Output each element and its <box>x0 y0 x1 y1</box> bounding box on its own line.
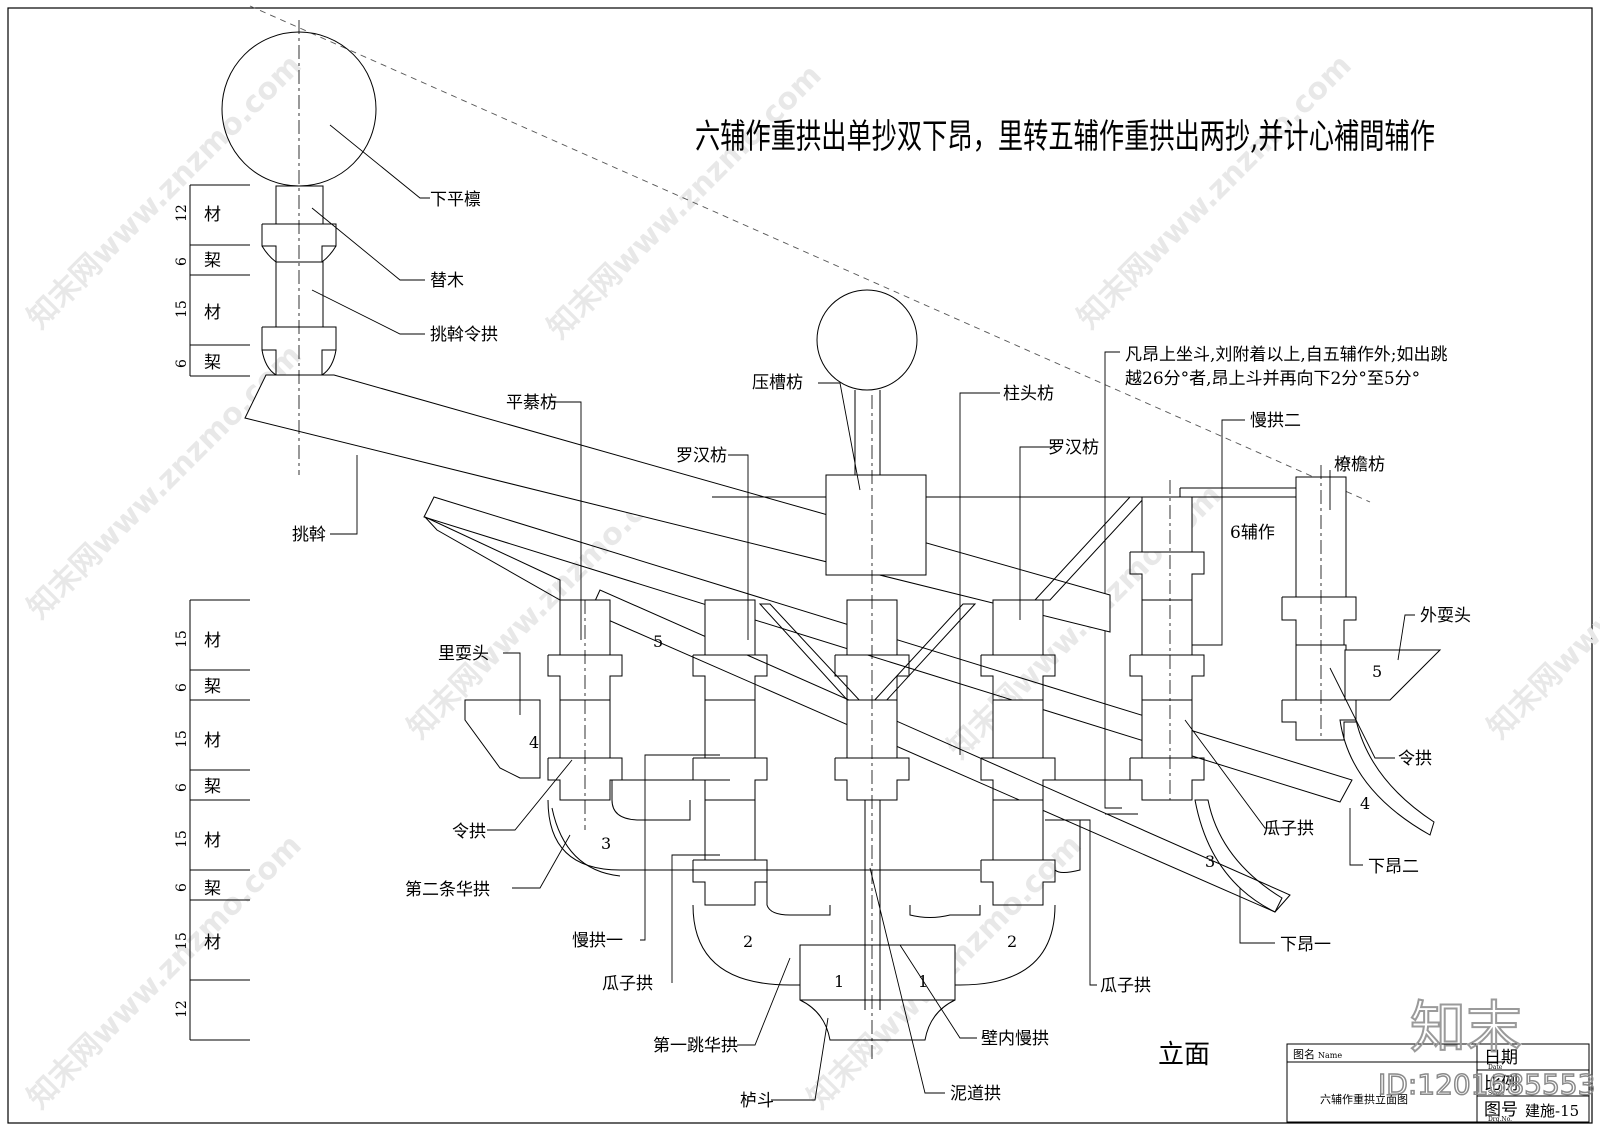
title-block: 图名 Name 六辅作重拱立面图 日期 Date 比例 Scale 图号 Drg… <box>1286 1043 1590 1123</box>
label-first-hua-gong: 第一跳华拱 <box>653 1036 738 1056</box>
brand-watermark: 知末 ID:1201685553 <box>1377 995 1596 1102</box>
title-block-drawing-no-small: Drg.No. <box>1488 1116 1512 1123</box>
label-tiao-wo-ling-gong: 挑斡令拱 <box>430 325 498 345</box>
dimension-label: 材 <box>204 731 221 751</box>
label-ping-qi-fang: 平綦枋 <box>506 393 557 413</box>
dimension-value: 15 <box>174 830 190 848</box>
dimension-value: 12 <box>174 204 190 222</box>
dimension-label: 栔 <box>204 677 221 697</box>
title-block-date-small: Date <box>1488 1064 1503 1071</box>
label-man-gong-yi: 慢拱一 <box>572 930 623 951</box>
leader-lines <box>311 124 1415 1101</box>
tier-number: 2 <box>1007 932 1017 951</box>
title-block-drawing-no-label: 图号 <box>1484 1100 1518 1120</box>
label-lu-dou: 栌斗 <box>740 1091 774 1111</box>
component-labels: 下平檩 替木 挑斡令拱 挑斡 平綦枋 压槽枋 柱头枋 罗汉枋 罗汉枋 慢拱二 橑… <box>292 190 1471 1111</box>
watermark-text: 知末网www.znzmo.com <box>1071 48 1359 336</box>
label-ling-gong-right: 令拱 <box>1398 749 1432 769</box>
label-xia-ang-yi: 下昂一 <box>1280 935 1331 955</box>
label-ti-mu: 替木 <box>430 271 464 291</box>
dimension-label: 栔 <box>204 353 221 373</box>
dimension-value: 6 <box>174 883 190 892</box>
view-name: 立面 <box>1158 1040 1210 1070</box>
dimension-label: 栔 <box>204 879 221 899</box>
tier-number: 1 <box>834 972 844 991</box>
tier-number: 1 <box>918 972 928 991</box>
sheet-border <box>7 7 1593 1124</box>
label-li-shua-tou: 里耍头 <box>438 644 489 664</box>
label-wai-shua-tou: 外耍头 <box>1420 606 1471 626</box>
label-lower-purlin: 下平檩 <box>430 190 481 210</box>
dimension-value: 12 <box>174 1000 190 1018</box>
label-second-hua-gong: 第二条华拱 <box>405 880 490 900</box>
dimension-label: 材 <box>204 303 221 323</box>
label-luo-han-fang-right: 罗汉枋 <box>1048 438 1099 458</box>
dimension-label: 材 <box>204 631 221 651</box>
tier-number: 5 <box>1372 662 1382 681</box>
title-block-drawing-no: 建施-15 <box>1525 1102 1579 1120</box>
brand-logo-text: 知末 <box>1410 996 1522 1061</box>
center-purlin-circle <box>816 289 918 391</box>
tier-number: 2 <box>743 932 753 951</box>
label-six-pu-zuo: 6辅作 <box>1230 523 1275 543</box>
title-block-name-label: 图名 <box>1293 1047 1315 1061</box>
label-bi-nei-man-gong: 壁内慢拱 <box>981 1028 1049 1049</box>
bracket-set <box>423 289 1442 1060</box>
upper-purlin-assembly <box>221 20 1111 633</box>
dimension-value: 6 <box>174 257 190 266</box>
label-gua-zi-gong-right: 瓜子拱 <box>1100 976 1151 996</box>
dimension-value: 15 <box>174 300 190 318</box>
dimension-value: 15 <box>174 932 190 950</box>
dimension-chain-top: 12 材 6 栔 15 材 6 栔 <box>174 184 250 377</box>
watermark-text: 知末网www.znzmo.com <box>541 58 829 346</box>
title-block-name-small: Name <box>1318 1051 1342 1060</box>
title-block-drawing-name: 六辅作重拱立面图 <box>1320 1092 1408 1106</box>
tier-numbers: 5 4 3 2 1 1 2 3 4 5 <box>529 632 1382 991</box>
label-gua-zi-gong-right-upper: 瓜子拱 <box>1263 819 1314 839</box>
tier-number: 4 <box>529 733 539 752</box>
label-luo-han-fang-left: 罗汉枋 <box>676 446 727 466</box>
dimension-label: 材 <box>204 933 221 953</box>
dimension-chain-bottom: 15 材 6 栔 15 材 6 栔 15 材 6 栔 15 材 12 <box>174 599 250 1041</box>
note-line-1: 凡昂上坐斗,刘附着以上,自五辅作外;如出跳 <box>1125 345 1448 365</box>
tier-number: 3 <box>601 834 611 853</box>
dimension-label: 材 <box>204 205 221 225</box>
brand-id-text: ID:1201685553 <box>1378 1068 1595 1101</box>
label-liao-yan-fang: 橑檐枋 <box>1334 455 1385 475</box>
dimension-label: 栔 <box>204 777 221 797</box>
label-tiao-wo: 挑斡 <box>292 525 326 545</box>
dimension-value: 6 <box>174 359 190 368</box>
label-ling-gong-left: 令拱 <box>452 822 486 842</box>
annotation-note: 凡昂上坐斗,刘附着以上,自五辅作外;如出跳 越26分°者,昂上斗并再向下2分°至… <box>1104 345 1448 815</box>
title-block-date-label: 日期 <box>1484 1048 1518 1068</box>
note-line-2: 越26分°者,昂上斗并再向下2分°至5分° <box>1125 369 1420 389</box>
label-zhu-tou-fang: 柱头枋 <box>1003 384 1054 404</box>
title-block-scale-small: Scale <box>1488 1090 1505 1097</box>
dimension-value: 15 <box>174 630 190 648</box>
dimension-value: 6 <box>174 683 190 692</box>
drawing-title: 六辅作重拱出单抄双下昂，里转五辅作重拱出两抄,并计心補間辅作 <box>695 117 1435 157</box>
label-gua-zi-gong-left: 瓜子拱 <box>602 974 653 994</box>
label-man-gong-er: 慢拱二 <box>1250 410 1301 431</box>
title-block-scale-label: 比例 <box>1484 1074 1518 1094</box>
tier-number: 3 <box>1205 852 1215 871</box>
label-ya-cao-fang: 压槽枋 <box>752 373 803 393</box>
dimension-label: 栔 <box>204 251 221 271</box>
label-ni-dao-gong: 泥道拱 <box>950 1084 1001 1104</box>
label-xia-ang-er: 下昂二 <box>1368 857 1419 877</box>
watermark-text: 知末网www.znzmo.com <box>21 828 309 1116</box>
watermark-text: 知末网www.znzmo.com <box>1481 458 1600 746</box>
tier-number: 5 <box>653 632 663 651</box>
tier-number: 4 <box>1360 794 1370 813</box>
dimension-label: 材 <box>204 831 221 851</box>
dimension-value: 6 <box>174 783 190 792</box>
watermark-text: 知末网www.znzmo.com <box>21 48 309 336</box>
dimension-value: 15 <box>174 730 190 748</box>
